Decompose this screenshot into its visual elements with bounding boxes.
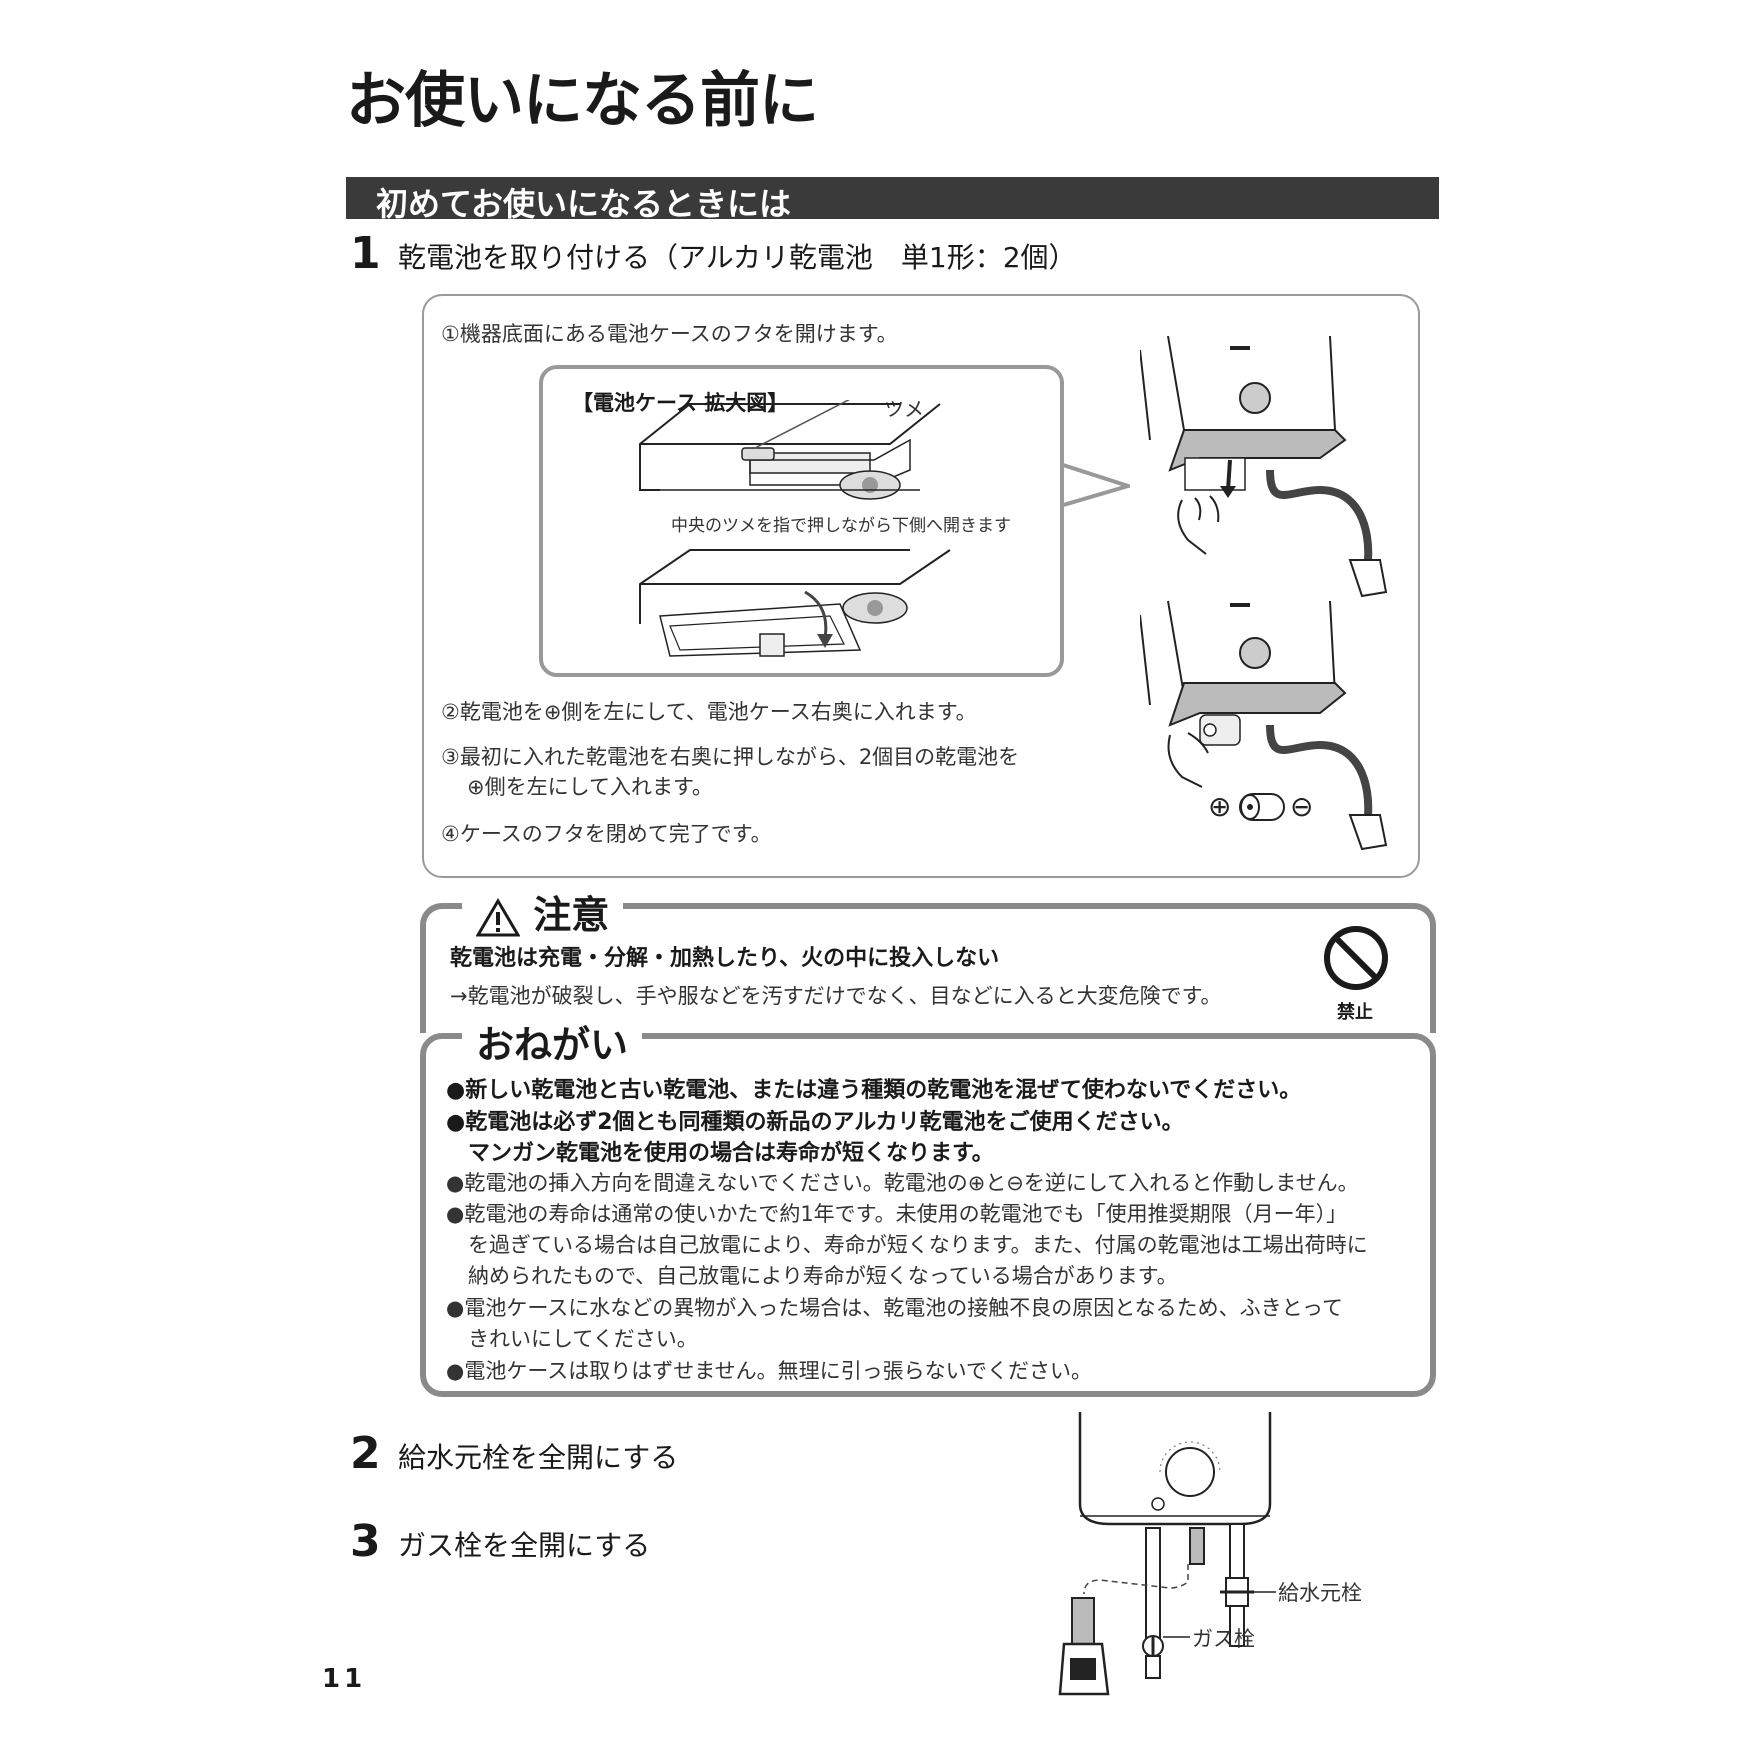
request-line-7: 納められたもので、自己放電により寿命が短くなっている場合があります。 bbox=[468, 1264, 1178, 1288]
request-frame bbox=[420, 1033, 1436, 1397]
step-1-text: 乾電池を取り付ける（アルカリ乾電池 単1形：2個） bbox=[398, 241, 1077, 274]
caution-title: 注意 bbox=[533, 893, 610, 937]
section-title: 初めてお使いになるときには bbox=[376, 185, 792, 223]
polarity-minus-icon: ⊖ bbox=[1290, 790, 1314, 823]
instruction-3a: ③最初に入れた乾電池を右奥に押しながら、2個目の乾電池を bbox=[441, 745, 1020, 769]
step-3-number: 3 bbox=[350, 1516, 381, 1567]
warning-triangle-icon bbox=[476, 897, 520, 936]
request-line-5: ●乾電池の寿命は通常の使いかたで約1年です。未使用の乾電池でも「使用推奨期限（月… bbox=[446, 1202, 1348, 1226]
battery-case-closed-illustration bbox=[639, 400, 941, 500]
request-line-2: ●乾電池は必ず2個とも同種類の新品のアルカリ乾電池をご使用ください。 bbox=[446, 1110, 1184, 1135]
section-header: 初めてお使いになるときには bbox=[346, 177, 1439, 223]
instruction-4: ④ケースのフタを閉めて完了です。 bbox=[441, 822, 772, 846]
request-line-8: ●電池ケースに水などの異物が入った場合は、乾電池の接触不良の原因となるため、ふき… bbox=[446, 1296, 1343, 1320]
instruction-2: ②乾電池を⊕側を左にして、電池ケース右奥に入れます。 bbox=[441, 700, 977, 724]
polarity-plus-icon: ⊕ bbox=[1208, 790, 1232, 823]
request-line-10: ●電池ケースは取りはずせません。無理に引っ張らないでください。 bbox=[446, 1359, 1093, 1383]
caution-heading: 注意 bbox=[462, 884, 624, 939]
step-1-number: 1 bbox=[350, 228, 381, 279]
caution-headline: 乾電池は充電・分解・加熱したり、火の中に投入しない bbox=[450, 946, 1000, 971]
page-number: 11 bbox=[322, 1664, 367, 1694]
battery-case-open-illustration bbox=[639, 549, 951, 657]
callout-pointer bbox=[1060, 462, 1130, 508]
prohibited-icon bbox=[1324, 926, 1388, 990]
step-3-text: ガス栓を全開にする bbox=[398, 1529, 651, 1562]
label-tsume: ツメ bbox=[884, 397, 924, 421]
request-line-1: ●新しい乾電池と古い乾電池、または違う種類の乾電池を混ぜて使わないでください。 bbox=[446, 1078, 1302, 1103]
heater-open-case-illustration bbox=[1140, 335, 1388, 598]
step-1-panel bbox=[422, 294, 1420, 878]
request-line-4: ●乾電池の挿入方向を間違えないでください。乾電池の⊕と⊖を逆にして入れると作動し… bbox=[446, 1171, 1359, 1195]
label-gas-valve: ガス栓 bbox=[1192, 1627, 1255, 1651]
instruction-3b: ⊕側を左にして入れます。 bbox=[467, 775, 713, 799]
request-line-6: を過ぎている場合は自己放電により、寿命が短くなります。また、付属の乾電池は工場出… bbox=[468, 1233, 1368, 1257]
step-2-number: 2 bbox=[350, 1428, 381, 1479]
battery-icon bbox=[1239, 793, 1285, 821]
instruction-1: ①機器底面にある電池ケースのフタを開けます。 bbox=[441, 322, 898, 346]
step-2-text: 給水元栓を全開にする bbox=[398, 1441, 679, 1474]
caution-frame bbox=[420, 903, 1436, 1033]
request-title: おねがい bbox=[462, 1014, 643, 1069]
request-line-3: マンガン乾電池を使用の場合は寿命が短くなります。 bbox=[468, 1141, 994, 1166]
heater-insert-battery-illustration bbox=[1140, 600, 1388, 851]
callout-caption: 中央のツメを指で押しながら下側へ開きます bbox=[671, 516, 1011, 536]
prohibit-label: 禁止 bbox=[1337, 1002, 1373, 1023]
request-line-9: きれいにしてください。 bbox=[468, 1327, 698, 1351]
label-water-valve: 給水元栓 bbox=[1278, 1581, 1362, 1605]
heater-valves-illustration bbox=[1058, 1412, 1276, 1696]
caution-detail: →乾電池が破裂し、手や服などを汚すだけでなく、目などに入ると大変危険です。 bbox=[450, 984, 1222, 1008]
page-title: お使いになる前に bbox=[346, 66, 819, 136]
